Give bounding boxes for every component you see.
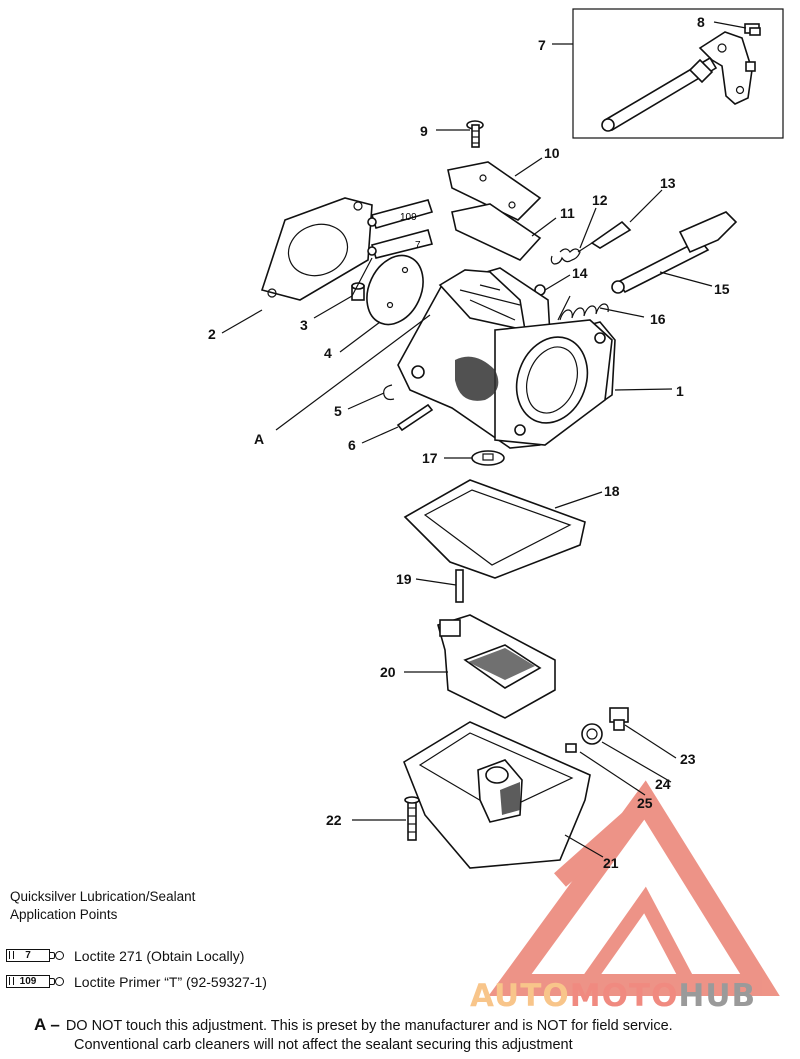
screw-9 (466, 120, 484, 148)
screw-25 (565, 743, 577, 753)
screw-22 (404, 796, 420, 841)
callout-15: 15 (714, 281, 730, 297)
tube-label-109: 109 (400, 212, 417, 223)
lever-15 (611, 211, 738, 294)
callout-17: 17 (422, 450, 438, 466)
callout-2: 2 (208, 326, 216, 342)
callout-6: 6 (348, 437, 356, 453)
note-key: A – (34, 1015, 60, 1034)
carburetor-body-1 (397, 267, 616, 449)
screw-8 (744, 23, 761, 36)
callout-A: A (254, 431, 264, 447)
pin-6 (396, 403, 434, 432)
float-bowl-21 (403, 721, 591, 869)
flange-gasket-2 (260, 197, 373, 301)
callout-3: 3 (300, 317, 308, 333)
leader-lines (221, 21, 747, 858)
callout-5: 5 (334, 403, 342, 419)
callout-1: 1 (676, 383, 684, 399)
bowl-gasket-18 (403, 479, 586, 579)
sealant-tube-icon: 109 (6, 974, 64, 990)
idle-screw-13 (590, 220, 632, 249)
callout-11: 11 (560, 205, 575, 221)
callout-10: 10 (544, 145, 560, 161)
callout-13: 13 (660, 175, 676, 191)
callout-9: 9 (420, 123, 428, 139)
tube-label-7: 7 (415, 240, 421, 251)
callout-18: 18 (604, 483, 620, 499)
callout-22: 22 (326, 812, 342, 828)
sealant-tubes: 109 7 (367, 199, 434, 259)
cover-plate-10 (447, 161, 542, 221)
throttle-lever-box (572, 8, 784, 139)
callout-14: 14 (572, 265, 588, 281)
spring-12 (550, 248, 581, 265)
callout-21: 21 (603, 855, 619, 871)
callout-24: 24 (655, 776, 671, 792)
callout-12: 12 (592, 192, 608, 208)
callout-19: 19 (396, 571, 412, 587)
watermark-text: AUTOMOTOHUB (470, 978, 757, 1014)
sealant-tube-icon: 7 (6, 948, 64, 964)
callout-23: 23 (680, 751, 696, 767)
callout-20: 20 (380, 664, 396, 680)
seal-17 (471, 450, 505, 466)
callout-16: 16 (650, 311, 666, 327)
watermark-logo-triangle (488, 780, 780, 996)
float-20 (437, 614, 556, 719)
callout-8: 8 (697, 14, 705, 30)
legend-item-109: 109 Loctite Primer “T” (92-59327-1) (6, 974, 267, 990)
callout-25: 25 (637, 795, 653, 811)
adjustment-note: A – DO NOT touch this adjustment. This is… (34, 1015, 794, 1055)
note-line-2: Conventional carb cleaners will not affe… (74, 1037, 573, 1053)
drain-plug-23 (609, 707, 629, 731)
callout-4: 4 (324, 345, 332, 361)
clip-5 (383, 384, 395, 401)
legend-item-7: 7 Loctite 271 (Obtain Locally) (6, 948, 244, 964)
pin-19 (455, 569, 464, 603)
legend-item-label: Loctite Primer “T” (92-59327-1) (74, 974, 267, 990)
spring-16 (557, 295, 609, 321)
callout-7: 7 (538, 37, 546, 53)
legend-title: Quicksilver Lubrication/Sealant Applicat… (10, 889, 196, 922)
gasket-11 (451, 203, 542, 261)
note-line-1: DO NOT touch this adjustment. This is pr… (65, 1018, 673, 1034)
washer-24 (581, 723, 603, 745)
legend-item-label: Loctite 271 (Obtain Locally) (74, 948, 245, 964)
